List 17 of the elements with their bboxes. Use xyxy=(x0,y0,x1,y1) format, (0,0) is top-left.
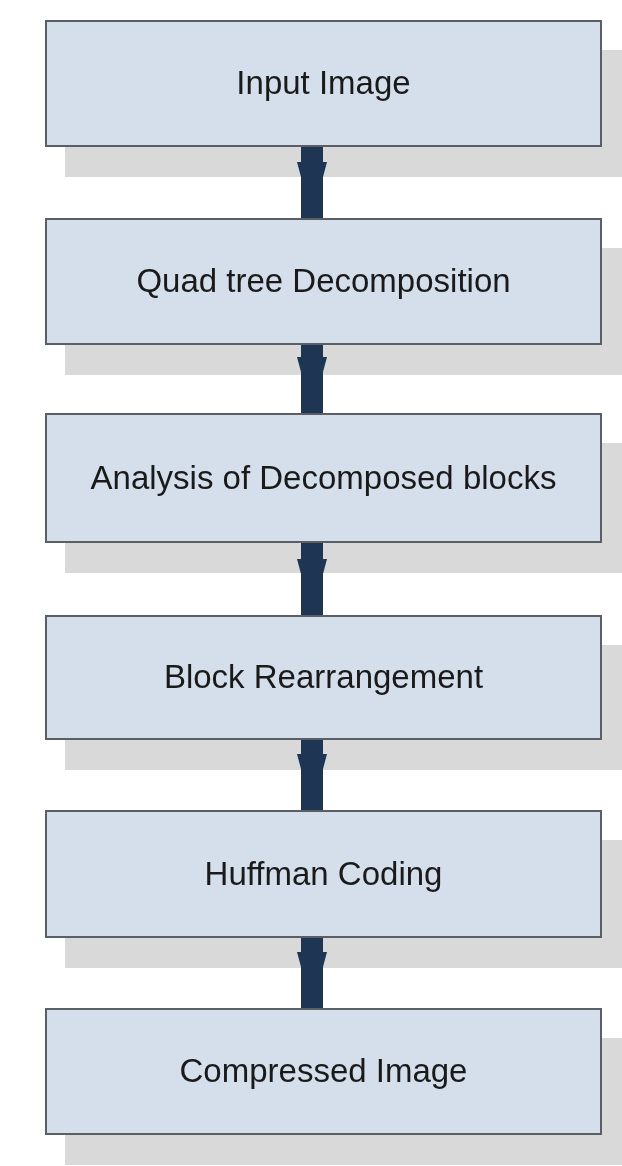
arrow xyxy=(297,543,327,615)
arrow xyxy=(297,345,327,413)
box-label: Block Rearrangement xyxy=(163,657,484,698)
process-box xyxy=(45,615,602,740)
process-box xyxy=(45,1008,602,1135)
arrow xyxy=(297,147,327,218)
box-label: Analysis of Decomposed blocks xyxy=(90,457,557,498)
process-box xyxy=(45,810,602,938)
process-box xyxy=(45,413,602,543)
box-label: Input Image xyxy=(236,63,411,104)
box-label: Huffman Coding xyxy=(204,853,443,894)
box-label: Quad tree Decomposition xyxy=(136,261,511,302)
arrow xyxy=(297,938,327,1008)
process-box xyxy=(45,218,602,345)
box-label: Compressed Image xyxy=(179,1051,468,1092)
arrow xyxy=(297,740,327,810)
process-box xyxy=(45,20,602,147)
